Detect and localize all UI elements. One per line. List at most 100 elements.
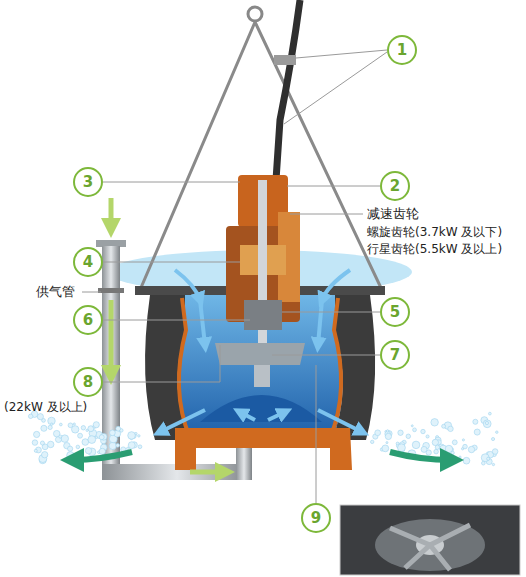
air-bubble <box>488 412 491 415</box>
air-bubble <box>448 426 453 431</box>
impeller <box>200 395 322 422</box>
air-bubble <box>59 423 62 426</box>
air-bubble <box>48 425 52 429</box>
part-label: 行星齿轮(5.5kW 及以上) <box>367 242 502 256</box>
air-bubble <box>468 446 474 452</box>
air-bubble <box>491 437 494 440</box>
air-bubble <box>492 449 498 455</box>
pipe-clamp <box>98 288 124 293</box>
air-bubble <box>61 435 69 443</box>
air-bubble <box>93 422 99 428</box>
air-bubble <box>72 426 79 433</box>
air-bubble <box>53 430 60 437</box>
callout-number: 6 <box>76 308 100 332</box>
callout-number: 9 <box>304 506 328 530</box>
air-bubble <box>463 444 468 449</box>
air-bubble <box>421 446 427 452</box>
photo-blades <box>390 525 470 570</box>
callout-number: 8 <box>76 370 100 394</box>
air-bubble <box>34 449 37 452</box>
air-bubble <box>138 435 140 437</box>
seal <box>244 300 282 330</box>
air-bubble <box>386 442 388 444</box>
air-bubble <box>81 426 85 430</box>
air-bubble <box>40 441 44 445</box>
air-bubble <box>116 426 121 431</box>
air-bubble <box>109 442 116 449</box>
callout-number: 5 <box>383 300 407 324</box>
casing <box>145 295 190 440</box>
air-bubble <box>452 440 457 445</box>
air-bubble <box>47 441 54 448</box>
water-chamber <box>178 295 343 440</box>
air-bubble <box>28 414 32 418</box>
air-bubble <box>413 428 417 432</box>
power-cable <box>276 0 300 180</box>
air-bubble <box>483 420 491 428</box>
air-bubble <box>398 430 403 435</box>
air-bubble <box>86 429 88 431</box>
part-label: 减速齿轮 <box>367 206 419 222</box>
air-bubble <box>76 445 80 449</box>
air-bubble <box>396 442 399 445</box>
leader-line <box>82 50 387 503</box>
air-bubble <box>88 436 96 444</box>
air-bubble <box>434 449 439 454</box>
air-bubble <box>412 441 420 449</box>
air-bubble <box>462 439 464 441</box>
photo-impeller <box>375 519 485 571</box>
callout-number: 2 <box>383 174 407 198</box>
air-bubble <box>42 452 48 458</box>
air-bubble <box>99 448 105 454</box>
air-bubble <box>496 431 498 433</box>
air-bubble <box>463 457 470 464</box>
air-bubble <box>431 419 438 426</box>
air-bubble <box>99 435 104 440</box>
callout-circle <box>74 36 416 532</box>
impeller-hub <box>254 365 270 387</box>
callout-number: 4 <box>76 250 100 274</box>
pipe-flange <box>96 240 126 247</box>
air-bubble <box>128 442 135 449</box>
air-bubble <box>481 454 489 462</box>
part-label: 供气管 <box>36 284 75 300</box>
photo-inset <box>340 505 520 575</box>
air-bubble <box>426 435 429 438</box>
air-bubble <box>34 431 40 437</box>
air-bubble <box>474 429 480 435</box>
air-bubble <box>473 419 478 424</box>
air-bubble <box>371 440 374 443</box>
air-bubble <box>73 423 75 425</box>
air-bubble <box>485 421 488 424</box>
air-bubble <box>68 446 73 451</box>
air-bubble <box>487 457 490 460</box>
guide-vane <box>215 343 305 365</box>
air-bubble <box>78 433 83 438</box>
shaft <box>258 180 267 370</box>
air-bubble <box>492 463 494 465</box>
air-bubble <box>116 444 120 448</box>
air-bubble <box>481 461 485 465</box>
air-bubble <box>128 432 136 440</box>
air-bubble <box>442 424 446 428</box>
air-bubble <box>421 429 425 433</box>
part-label: (22kW 及以上) <box>4 400 87 414</box>
water-flow <box>160 270 362 432</box>
air-bubble <box>382 445 389 452</box>
air-bubble <box>32 440 38 446</box>
air-bubble <box>406 434 411 439</box>
air-bubble <box>435 445 439 449</box>
air-inflow-arrow <box>111 198 225 472</box>
air-bubble <box>138 445 142 449</box>
air-bubble <box>459 456 461 458</box>
air-bubble <box>51 423 53 425</box>
air-bubble <box>386 430 388 432</box>
lifting-eye <box>248 7 262 21</box>
air-bubble <box>41 425 47 431</box>
air-bubble <box>432 439 438 445</box>
outflow-arrow <box>72 452 452 460</box>
air-bubble <box>110 430 116 436</box>
diffuser <box>175 428 352 470</box>
cable-clamp <box>274 55 296 65</box>
